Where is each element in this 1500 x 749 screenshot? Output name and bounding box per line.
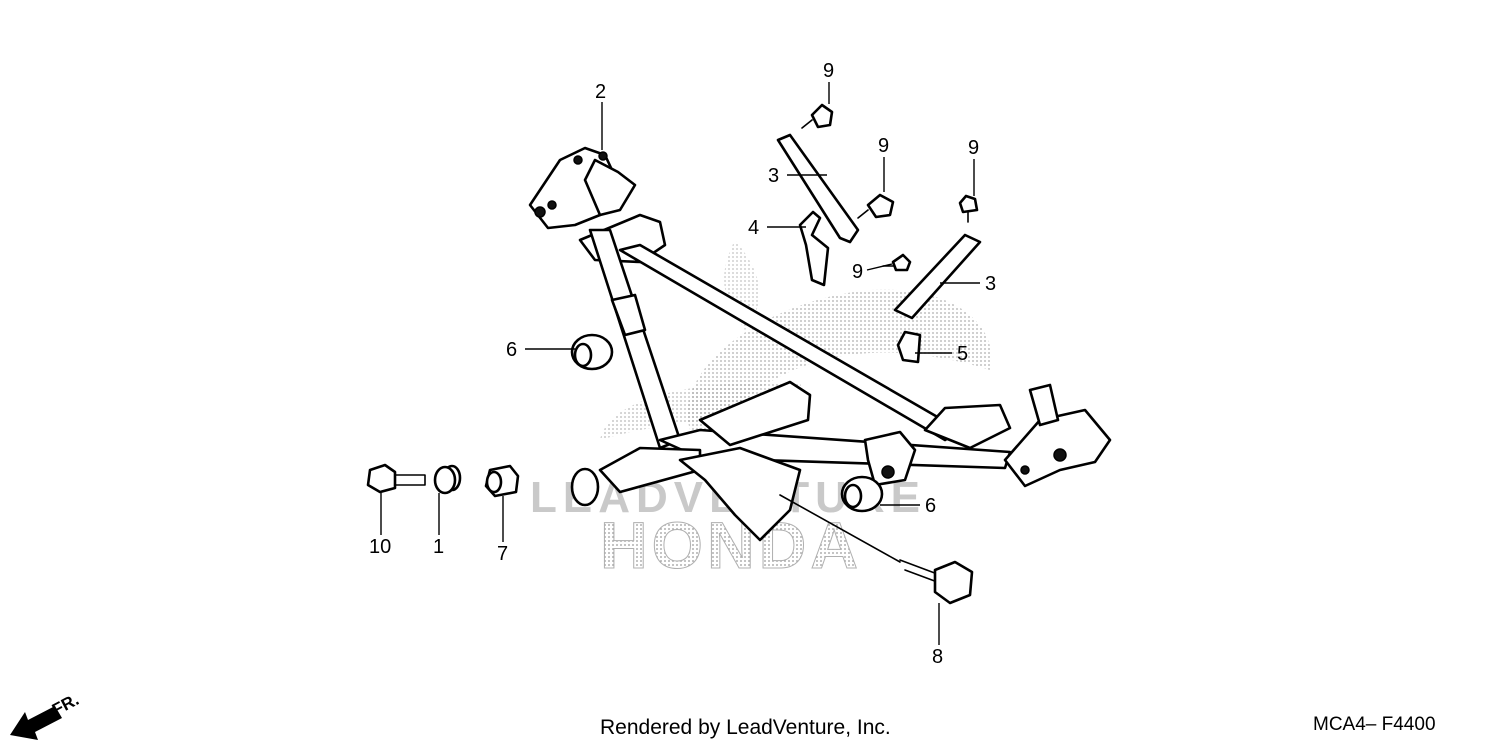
- bolt-9-group: [801, 103, 979, 272]
- rubber-6-right: [840, 475, 884, 513]
- bolt-8: [779, 494, 974, 605]
- rendered-by-credit: Rendered by LeadVenture, Inc.: [600, 716, 891, 739]
- callout-9-c: 9: [968, 137, 979, 159]
- watermark-make: HONDA: [600, 508, 862, 582]
- callout-6-right: 6: [925, 495, 936, 517]
- callout-9-b: 9: [878, 135, 889, 157]
- clip-5: [896, 330, 922, 364]
- stay-4: [798, 210, 830, 287]
- callout-6-left: 6: [506, 339, 517, 361]
- callout-7: 7: [497, 543, 508, 565]
- callout-4: 4: [748, 217, 759, 239]
- callout-9-d: 9: [852, 261, 863, 283]
- callout-10: 10: [369, 536, 391, 558]
- callout-9-a: 9: [823, 60, 834, 82]
- bracket-upper: [776, 133, 860, 244]
- rubber-6-left: [570, 333, 614, 371]
- bolt-10: [366, 463, 426, 494]
- diagram-code: MCA4– F4400: [1313, 714, 1436, 735]
- callout-3-upper: 3: [768, 165, 779, 187]
- callout-2: 2: [595, 81, 606, 103]
- callout-1: 1: [433, 536, 444, 558]
- rubber-7: [484, 464, 520, 498]
- frame-assembly: [528, 146, 1112, 542]
- callout-8: 8: [932, 646, 943, 668]
- callouts: 2 3 4 3 5 6 6 9 9 9 9 10 1 7 8: [369, 60, 996, 668]
- callout-5: 5: [957, 343, 968, 365]
- callout-3-right: 3: [985, 273, 996, 295]
- collar-1: [433, 464, 462, 495]
- bracket-right: [893, 233, 982, 320]
- front-arrow-icon: FR.: [10, 690, 82, 740]
